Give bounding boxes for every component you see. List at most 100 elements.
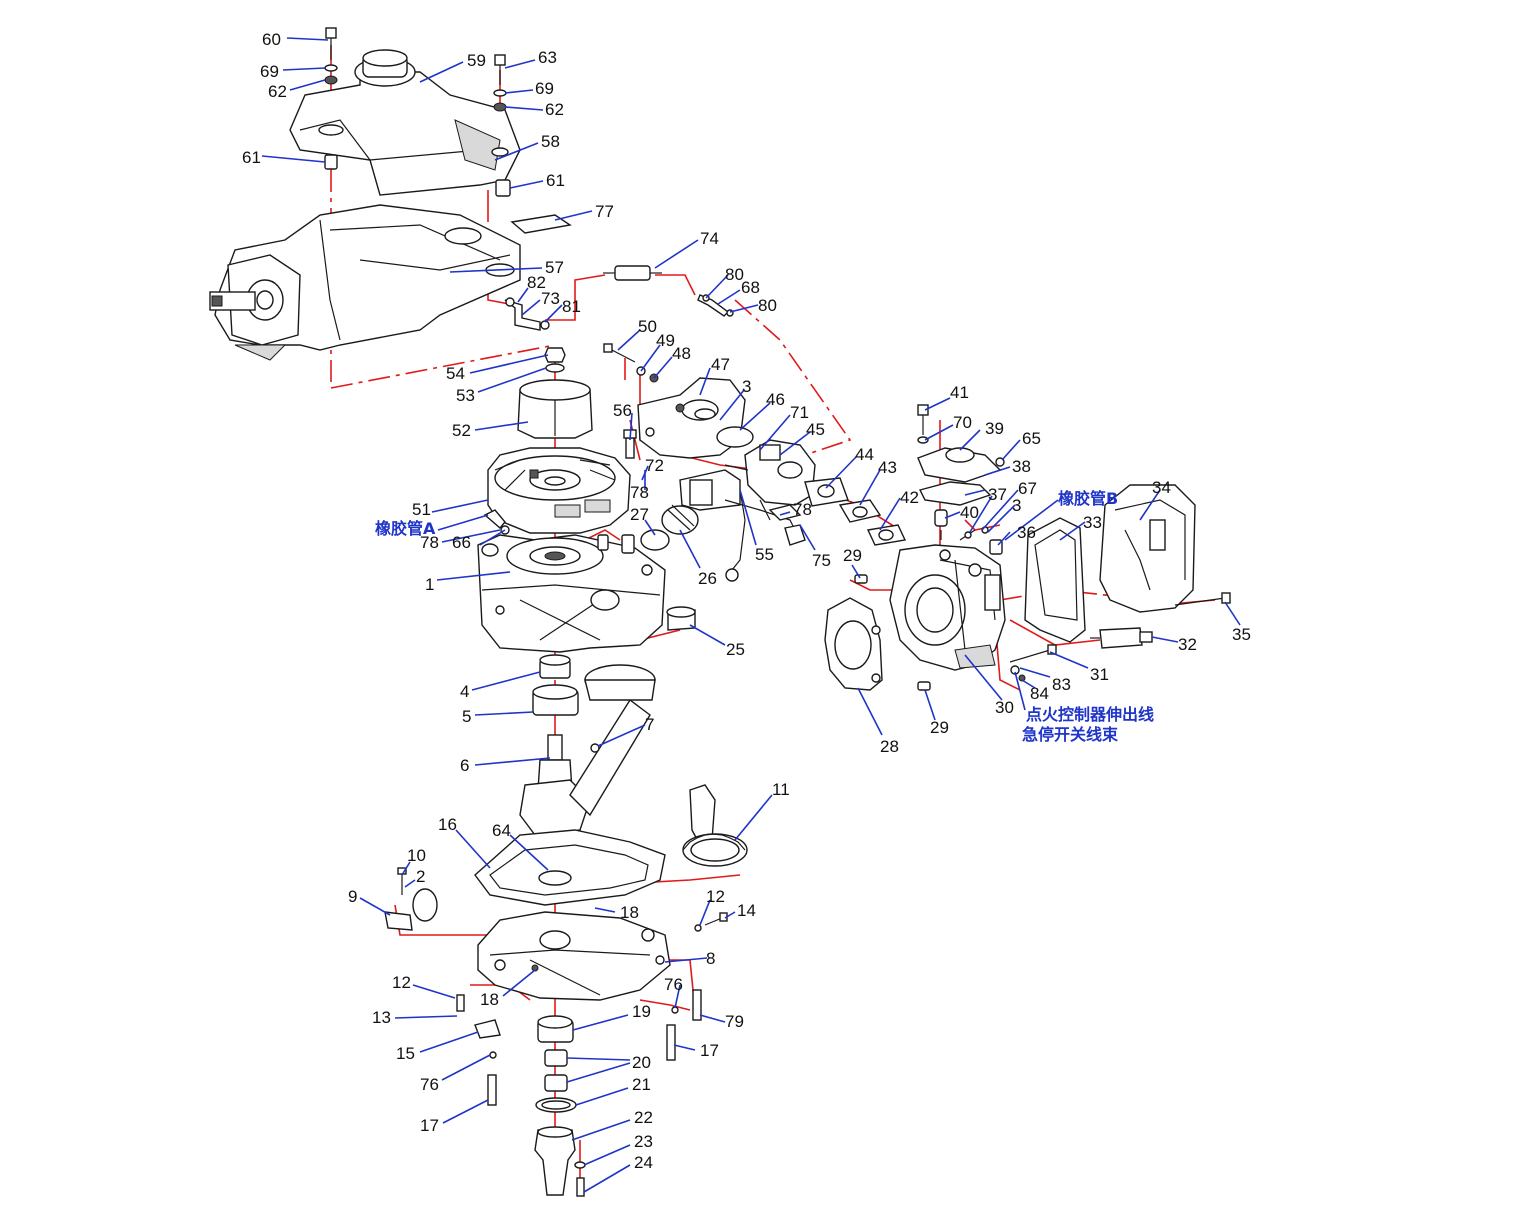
callout-72: 72: [645, 456, 664, 475]
callout-20: 20: [632, 1053, 651, 1072]
callout-69: 69: [535, 79, 554, 98]
callout-19: 19: [632, 1002, 651, 1021]
callout-57: 57: [545, 258, 564, 277]
dowels: [854, 574, 931, 691]
callout-81: 81: [562, 297, 581, 316]
callout-14: 14: [737, 901, 756, 920]
callout-18: 18: [480, 990, 499, 1009]
callout-13: 13: [372, 1008, 391, 1027]
notes: 橡胶管A 橡胶管B 点火控制器伸出线 急停开关线束: [375, 489, 1154, 744]
callout-22: 22: [634, 1108, 653, 1127]
crankcase-gasket: [474, 829, 666, 906]
callout-12: 12: [706, 887, 725, 906]
callout-12: 12: [392, 973, 411, 992]
callout-75: 75: [812, 551, 831, 570]
intake-gaskets: [804, 477, 907, 546]
callout-8: 8: [706, 949, 715, 968]
callout-64: 64: [492, 821, 511, 840]
callout-17: 17: [700, 1041, 719, 1060]
bearings-4-5: [532, 654, 579, 716]
note-ignition-lead: 点火控制器伸出线: [1026, 705, 1154, 724]
callout-52: 52: [452, 421, 471, 440]
callout-83: 83: [1052, 675, 1071, 694]
camshaft: [682, 784, 748, 867]
callout-40: 40: [960, 503, 979, 522]
callout-44: 44: [855, 445, 874, 464]
callout-26: 26: [698, 569, 717, 588]
callout-62: 62: [268, 82, 287, 101]
callout-27: 27: [630, 505, 649, 524]
callout-4: 4: [460, 682, 469, 701]
callout-71: 71: [790, 403, 809, 422]
callout-84: 84: [1030, 684, 1049, 703]
valve-cover: [917, 404, 1005, 540]
callout-76: 76: [420, 1075, 439, 1094]
callout-46: 46: [766, 390, 785, 409]
callout-73: 73: [541, 289, 560, 308]
callout-35: 35: [1232, 625, 1251, 644]
callout-45: 45: [806, 420, 825, 439]
callout-49: 49: [656, 331, 675, 350]
callout-66: 66: [452, 533, 471, 552]
fuel-tank-cover: [289, 49, 521, 196]
note-stop-switch-harness: 急停开关线束: [1022, 725, 1119, 744]
callout-62: 62: [545, 100, 564, 119]
callout-33: 33: [1083, 513, 1102, 532]
callout-6: 6: [460, 756, 469, 775]
callout-56: 56: [613, 401, 632, 420]
callout-82: 82: [527, 273, 546, 292]
callout-41: 41: [950, 383, 969, 402]
callout-18: 18: [620, 903, 639, 922]
callout-38: 38: [1012, 457, 1031, 476]
output-shaft-stack: [534, 1015, 586, 1197]
cylinder-block: [889, 544, 1006, 671]
callout-30: 30: [995, 698, 1014, 717]
oil-cap: [666, 606, 696, 631]
callout-54: 54: [446, 364, 465, 383]
bolts-31-84: [1009, 644, 1057, 682]
leader-lines: [261, 37, 1241, 1193]
callout-78: 78: [420, 533, 439, 552]
callout-1: 1: [425, 575, 434, 594]
callout-61: 61: [242, 148, 261, 167]
callout-29: 29: [843, 546, 862, 565]
callout-77: 77: [595, 202, 614, 221]
note-hose-a: 橡胶管A: [375, 519, 436, 538]
callout-50: 50: [638, 317, 657, 336]
callout-76: 76: [664, 975, 683, 994]
callout-29: 29: [930, 718, 949, 737]
callout-74: 74: [700, 229, 719, 248]
callout-16: 16: [438, 815, 457, 834]
callout-55: 55: [755, 545, 774, 564]
callout-2: 2: [416, 867, 425, 886]
ignition-coil: [640, 469, 806, 582]
callout-7: 7: [645, 715, 654, 734]
callout-17: 17: [420, 1116, 439, 1135]
callout-15: 15: [396, 1044, 415, 1063]
callout-9: 9: [348, 887, 357, 906]
callout-23: 23: [634, 1132, 653, 1151]
callout-80: 80: [725, 265, 744, 284]
callout-61: 61: [546, 171, 565, 190]
callout-24: 24: [634, 1153, 653, 1172]
flywheel: [487, 447, 631, 534]
callout-5: 5: [462, 707, 471, 726]
callout-65: 65: [1022, 429, 1041, 448]
callout-80: 80: [758, 296, 777, 315]
callout-58: 58: [541, 132, 560, 151]
crankshaft: [519, 664, 656, 861]
callout-3: 3: [742, 377, 751, 396]
callout-34: 34: [1152, 478, 1171, 497]
head-gasket: [824, 597, 883, 691]
callout-32: 32: [1178, 635, 1197, 654]
engine-shroud: [209, 204, 521, 361]
callout-21: 21: [632, 1075, 651, 1094]
callout-37: 37: [988, 485, 1007, 504]
flywheel-nut-stack: [517, 347, 593, 439]
callout-11: 11: [772, 780, 790, 799]
callout-53: 53: [456, 386, 475, 405]
callout-79: 79: [725, 1012, 744, 1031]
callout-48: 48: [672, 344, 691, 363]
